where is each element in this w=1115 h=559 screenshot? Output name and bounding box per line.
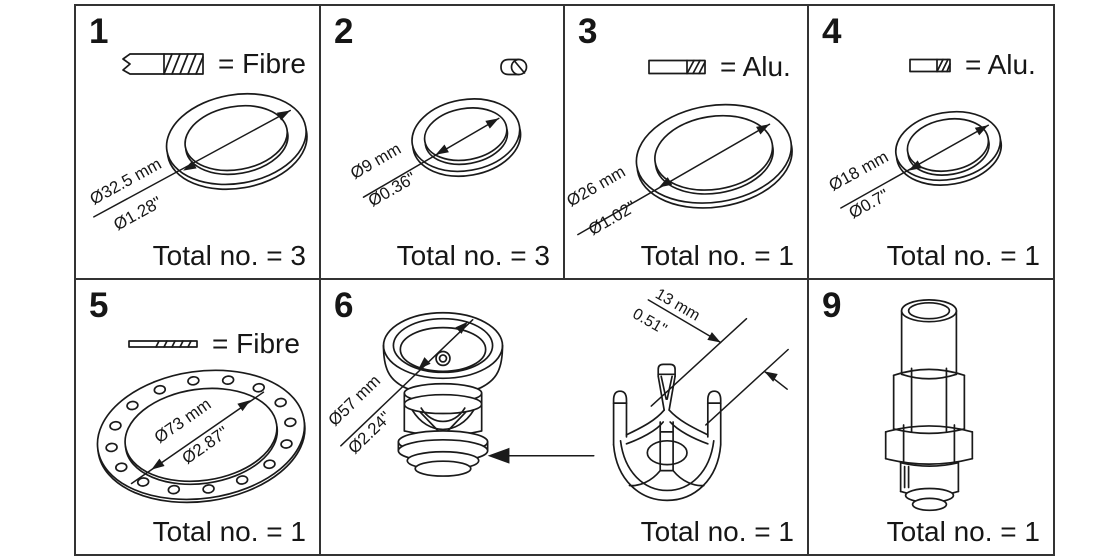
dimension-imperial: Ø0.36" bbox=[365, 168, 419, 210]
material-label: = Fibre bbox=[212, 328, 300, 359]
material-legend: = Alu. bbox=[648, 51, 791, 83]
panel-4: Ø18 mm Ø0.7" 4 = Alu. Total no. = 1 bbox=[809, 6, 1053, 280]
material-legend: = Alu. bbox=[909, 49, 1036, 81]
panel-number: 2 bbox=[334, 12, 353, 51]
material-legend bbox=[499, 58, 529, 76]
total-count: Total no. = 1 bbox=[886, 240, 1040, 271]
panel-number: 6 bbox=[334, 286, 353, 325]
ring-gasket bbox=[165, 92, 308, 191]
gasket-ring-drawing-2: Ø9 mm Ø0.36" bbox=[347, 98, 522, 211]
panel-6: Ø57 mm Ø2.24" bbox=[321, 280, 809, 554]
pointer-arrow bbox=[487, 447, 595, 464]
total-count: Total no. = 1 bbox=[152, 516, 306, 547]
valve-crown-part bbox=[612, 363, 722, 502]
panel-number: 9 bbox=[822, 286, 841, 325]
parts-grid: Ø32.5 mm Ø1.28" 1 = Fibre Total no. bbox=[74, 4, 1055, 556]
fibre-section-icon bbox=[122, 53, 204, 75]
width-dimension: 13 mm 0.51" bbox=[629, 286, 789, 426]
panel-1: Ø32.5 mm Ø1.28" 1 = Fibre Total no. bbox=[76, 6, 321, 280]
panel-number: 5 bbox=[89, 286, 108, 325]
bolt-holes bbox=[105, 375, 297, 495]
total-count: Total no. = 3 bbox=[396, 240, 550, 271]
panel-number: 4 bbox=[822, 12, 841, 51]
total-count: Total no. = 1 bbox=[640, 240, 794, 271]
valve-assembly-drawing: Ø57 mm Ø2.24" bbox=[324, 286, 789, 502]
material-legend: = Fibre bbox=[128, 328, 300, 360]
dimension-imperial: Ø0.7" bbox=[846, 185, 893, 222]
panel-5: Ø73 mm Ø2.87" 5 = Fibre Total no. = 1 bbox=[76, 280, 321, 554]
material-legend: = Fibre bbox=[122, 48, 306, 80]
valve-fitting bbox=[884, 299, 974, 512]
seal-capsule-icon bbox=[500, 58, 528, 76]
panel-2: Ø9 mm Ø0.36" 2 Total no. = 3 bbox=[321, 6, 565, 280]
material-label: = Alu. bbox=[720, 51, 791, 82]
material-label: = Fibre bbox=[218, 48, 306, 79]
flange-gasket-drawing: Ø73 mm Ø2.87" bbox=[96, 369, 306, 504]
dimension-imperial: 0.51" bbox=[629, 305, 669, 338]
total-count: Total no. = 1 bbox=[886, 516, 1040, 547]
valve-piston bbox=[382, 311, 504, 477]
total-count: Total no. = 1 bbox=[640, 516, 794, 547]
panel-number: 3 bbox=[578, 12, 597, 51]
material-label: = Alu. bbox=[965, 49, 1036, 80]
gasket-ring-drawing-1: Ø32.5 mm Ø1.28" bbox=[87, 92, 308, 235]
dimension-imperial: Ø1.28" bbox=[110, 193, 165, 235]
alu-section-icon bbox=[648, 59, 706, 75]
fibre-strip-icon bbox=[128, 340, 198, 348]
valve-fitting-drawing bbox=[884, 299, 974, 512]
panel-number: 1 bbox=[89, 12, 108, 51]
alu-section-icon bbox=[909, 58, 951, 72]
gasket-ring-drawing-3: Ø26 mm Ø1.02" bbox=[565, 103, 793, 239]
gasket-ring-drawing-4: Ø18 mm Ø0.7" bbox=[826, 110, 1003, 222]
panel-9: 9 Total no. = 1 bbox=[809, 280, 1053, 554]
dimension-imperial: Ø1.02" bbox=[585, 197, 639, 239]
panel-3: Ø26 mm Ø1.02" 3 = Alu. Total no. = bbox=[565, 6, 809, 280]
total-count: Total no. = 3 bbox=[152, 240, 306, 271]
